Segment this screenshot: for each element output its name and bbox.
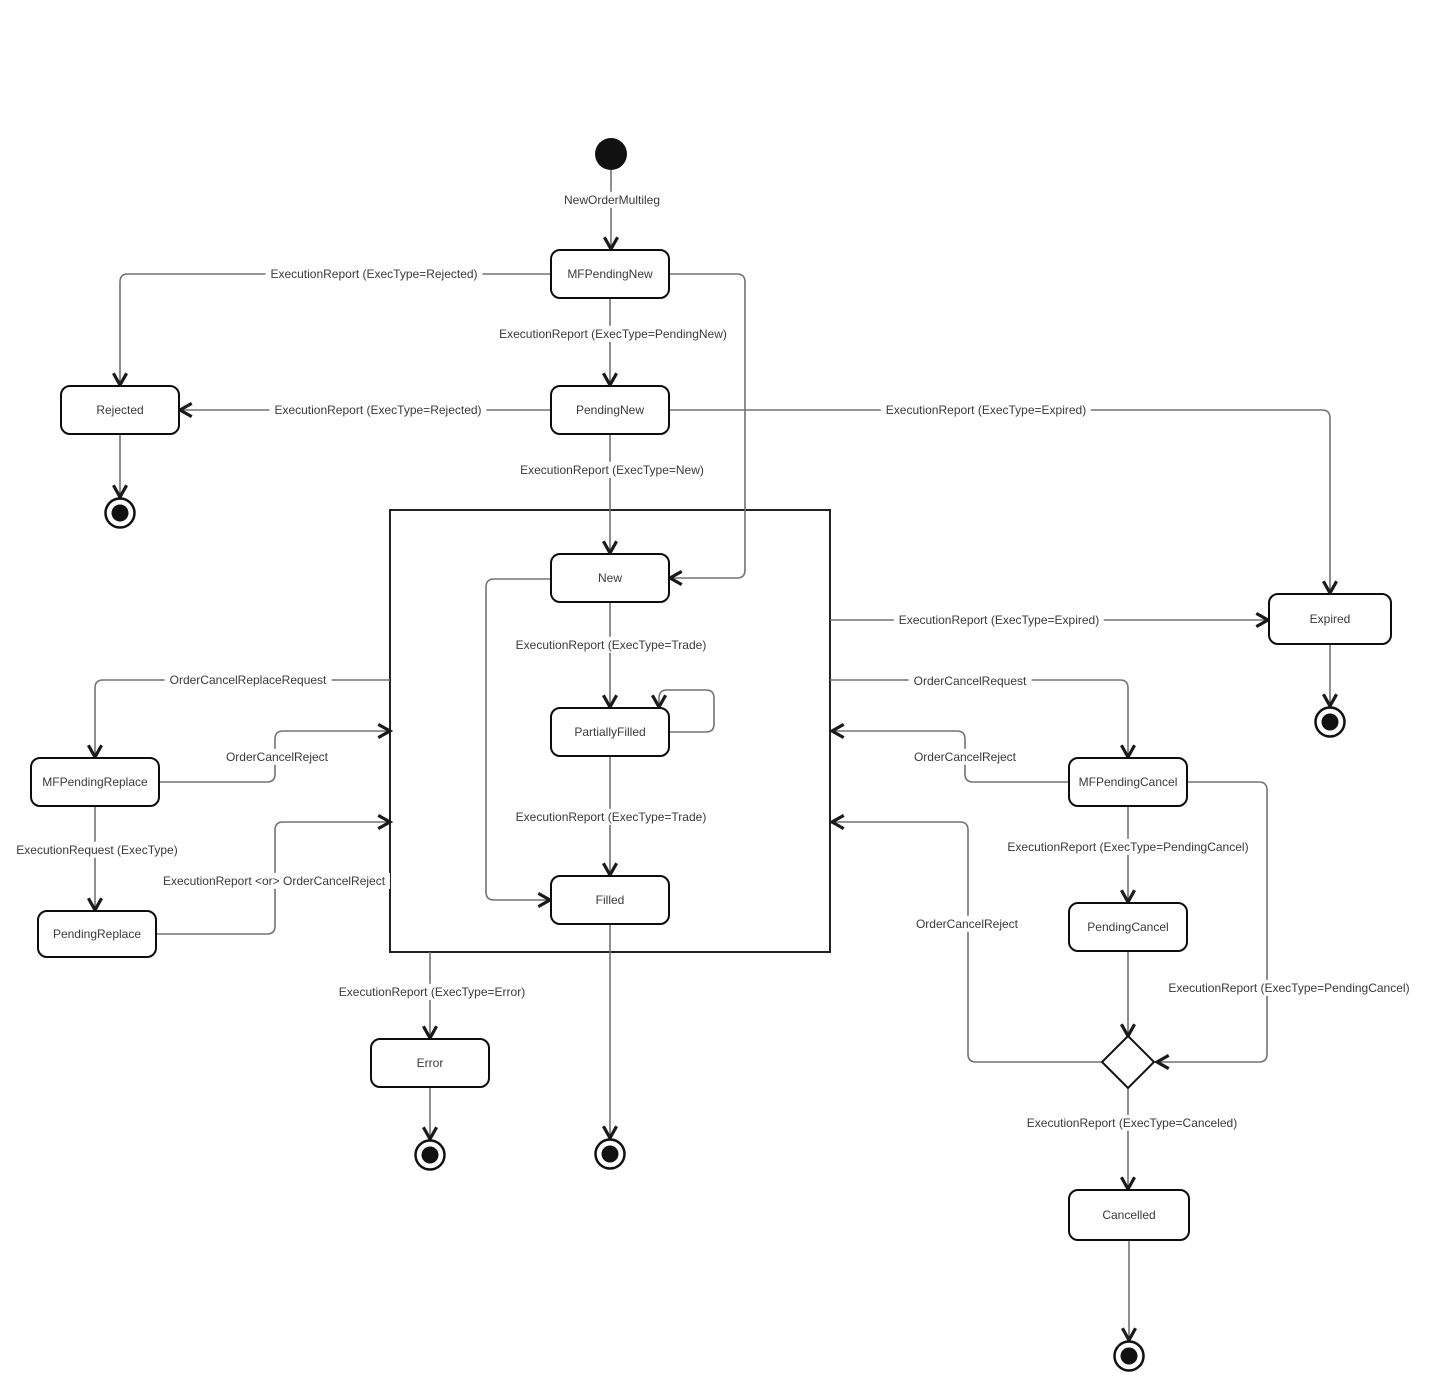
state-mfpendingreplace: MFPendingReplace (30, 757, 160, 807)
edge-label-er-trade-upper: ExecutionReport (ExecType=Trade) (510, 636, 712, 654)
state-expired: Expired (1268, 593, 1392, 645)
edge-choice-to-working (832, 822, 1102, 1063)
state-pendingcancel: PendingCancel (1068, 902, 1188, 952)
initial-state (595, 138, 627, 170)
edge-label-order-cancel-reject-right-lower: OrderCancelReject (910, 915, 1024, 933)
edge-mfpendingnew-to-new (670, 273, 746, 578)
edge-label-order-cancel-reject-left: OrderCancelReject (220, 748, 334, 766)
edge-label-er-canceled: ExecutionReport (ExecType=Canceled) (1021, 1114, 1243, 1132)
edge-label-er-pending-cancel-vertical: ExecutionReport (ExecType=PendingCancel) (1002, 838, 1254, 856)
final-state-error (414, 1139, 446, 1171)
state-pendingnew: PendingNew (550, 385, 670, 435)
edge-label-er-rejected-top: ExecutionReport (ExecType=Rejected) (265, 265, 483, 283)
edge-label-er-or-order-cancel-reject: ExecutionReport <or> OrderCancelReject (157, 872, 391, 890)
edge-partiallyfilled-self-loop (659, 689, 715, 733)
edge-label-er-new: ExecutionReport (ExecType=New) (515, 461, 709, 479)
state-rejected: Rejected (60, 385, 180, 435)
state-error: Error (370, 1038, 490, 1088)
edge-label-order-cancel-replace-request: OrderCancelReplaceRequest (164, 671, 332, 689)
state-pendingreplace: PendingReplace (37, 910, 157, 958)
edge-pendingnew-to-expired (670, 409, 1330, 593)
state-mfpendingcancel: MFPendingCancel (1068, 757, 1188, 807)
edge-mfpendingnew-to-rejected (120, 273, 550, 385)
edge-label-er-expired-mid: ExecutionReport (ExecType=Expired) (893, 611, 1105, 629)
edge-label-execution-request: ExecutionRequest (ExecType) (11, 841, 183, 859)
edge-label-order-cancel-reject-right-upper: OrderCancelReject (908, 748, 1022, 766)
edge-label-order-cancel-request: OrderCancelRequest (908, 672, 1032, 690)
state-new: New (550, 553, 670, 603)
edge-label-er-trade-lower: ExecutionReport (ExecType=Trade) (510, 808, 712, 826)
edge-new-to-filled (485, 578, 550, 900)
final-state-expired (1314, 706, 1346, 738)
final-state-rejected (104, 497, 136, 529)
edge-label-er-rejected-mid: ExecutionReport (ExecType=Rejected) (269, 401, 487, 419)
edge-working-to-mfpendingreplace (95, 679, 390, 757)
edge-label-er-expired-top: ExecutionReport (ExecType=Expired) (880, 401, 1092, 419)
edge-label-er-pending-cancel-side: ExecutionReport (ExecType=PendingCancel) (1163, 979, 1415, 997)
edge-label-new-order-multileg: NewOrderMultileg (558, 191, 666, 209)
edge-label-er-error: ExecutionReport (ExecType=Error) (333, 983, 531, 1001)
edge-working-to-mfpendingcancel (830, 679, 1128, 757)
state-filled: Filled (550, 875, 670, 925)
edge-label-er-pending-new: ExecutionReport (ExecType=PendingNew) (494, 325, 732, 343)
edge-mfpendingcancel-to-choice-side (1157, 781, 1268, 1062)
choice-pseudostate (1100, 1034, 1156, 1090)
state-mfpendingnew: MFPendingNew (550, 249, 670, 299)
state-partiallyfilled: PartiallyFilled (550, 707, 670, 757)
final-state-filled (594, 1138, 626, 1170)
final-state-cancelled (1113, 1340, 1145, 1372)
state-cancelled: Cancelled (1068, 1189, 1190, 1241)
